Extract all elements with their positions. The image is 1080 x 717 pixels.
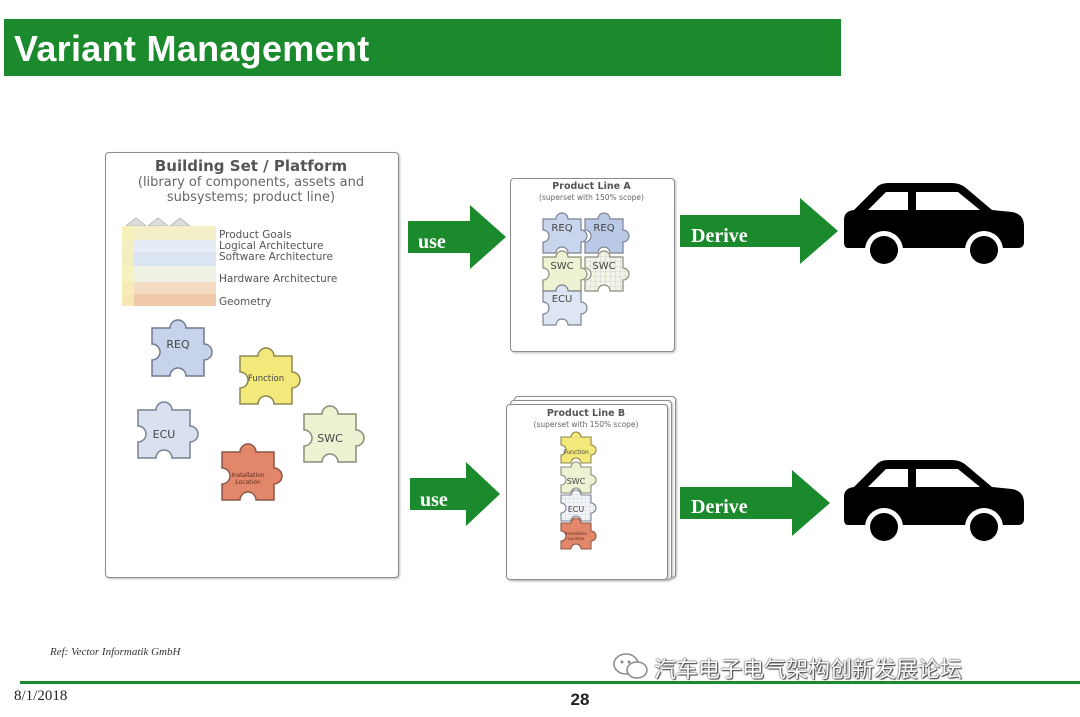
product-line-a-subtitle: (superset with 150% scope) (539, 193, 644, 202)
product-line-b-title: Product Line B (546, 408, 626, 419)
layer-software-architecture: Software Architecture (219, 251, 333, 263)
puzzle-installation-label: Installation Location (222, 472, 274, 486)
page-number: 28 (570, 690, 590, 709)
plb-swc-label: SWC (566, 477, 586, 486)
plb-installation-label: Installation Location (561, 531, 591, 541)
building-set-subtitle-line1: (library of components, assets and (137, 175, 365, 190)
use-label-top: use (418, 231, 446, 253)
slide-title: Variant Management (14, 28, 370, 69)
plb-function (560, 431, 597, 464)
wechat-icon (613, 653, 648, 679)
product-line-b-subtitle: (superset with 150% scope) (533, 420, 639, 429)
puzzle-ecu-label: ECU (152, 428, 176, 441)
derive-arrow-top (680, 198, 838, 264)
reference-note: Ref: Vector Informatik GmbH (50, 646, 181, 658)
car-icon (844, 183, 1024, 269)
building-set-subtitle: (library of components, assets and subsy… (108, 175, 394, 205)
use-arrow-top (408, 205, 506, 269)
puzzle-function-label: Function (247, 374, 285, 384)
pla-ecu-label: ECU (551, 294, 573, 305)
layer-hardware-architecture: Hardware Architecture (219, 273, 338, 285)
layer-geometry: Geometry (219, 296, 272, 308)
pla-req-2-label: REQ (593, 223, 615, 234)
watermark-text: 汽车电子电气架构创新发展论坛 (654, 658, 963, 683)
puzzle-swc-label: SWC (317, 432, 343, 445)
building-set-title: Building Set / Platform (154, 157, 348, 175)
pla-swc-1-label: SWC (550, 261, 574, 272)
plb-function-label: Function (563, 449, 589, 456)
puzzle-req-label: REQ (166, 338, 190, 351)
derive-arrow-bottom (680, 470, 830, 536)
building-set-subtitle-line2: subsystems; product line) (166, 190, 336, 205)
pla-req-1-label: REQ (551, 223, 573, 234)
layer-logical-architecture: Logical Architecture (219, 240, 324, 252)
puzzle-installation-line2: Location (235, 479, 261, 486)
plb-ecu-label: ECU (567, 505, 585, 514)
footer-divider (20, 681, 1080, 684)
pla-swc-2-label: SWC (592, 261, 616, 272)
pla-ecu (542, 284, 588, 326)
plb-installation-line2: Location (567, 536, 585, 541)
derive-label-top: Derive (691, 225, 748, 247)
car-icon (844, 460, 1024, 546)
use-arrow-bottom (410, 462, 500, 526)
title-bar (4, 19, 841, 76)
use-label-bottom: use (420, 489, 448, 511)
slide-date: 8/1/2018 (14, 688, 68, 704)
plb-installation-line1: Installation (564, 531, 588, 536)
product-line-a-title: Product Line A (552, 181, 631, 192)
layer-stack-graphic (122, 217, 216, 306)
layer-product-goals: Product Goals (219, 229, 292, 241)
puzzle-installation-line1: Installation (231, 472, 265, 479)
derive-label-bottom: Derive (691, 496, 748, 518)
